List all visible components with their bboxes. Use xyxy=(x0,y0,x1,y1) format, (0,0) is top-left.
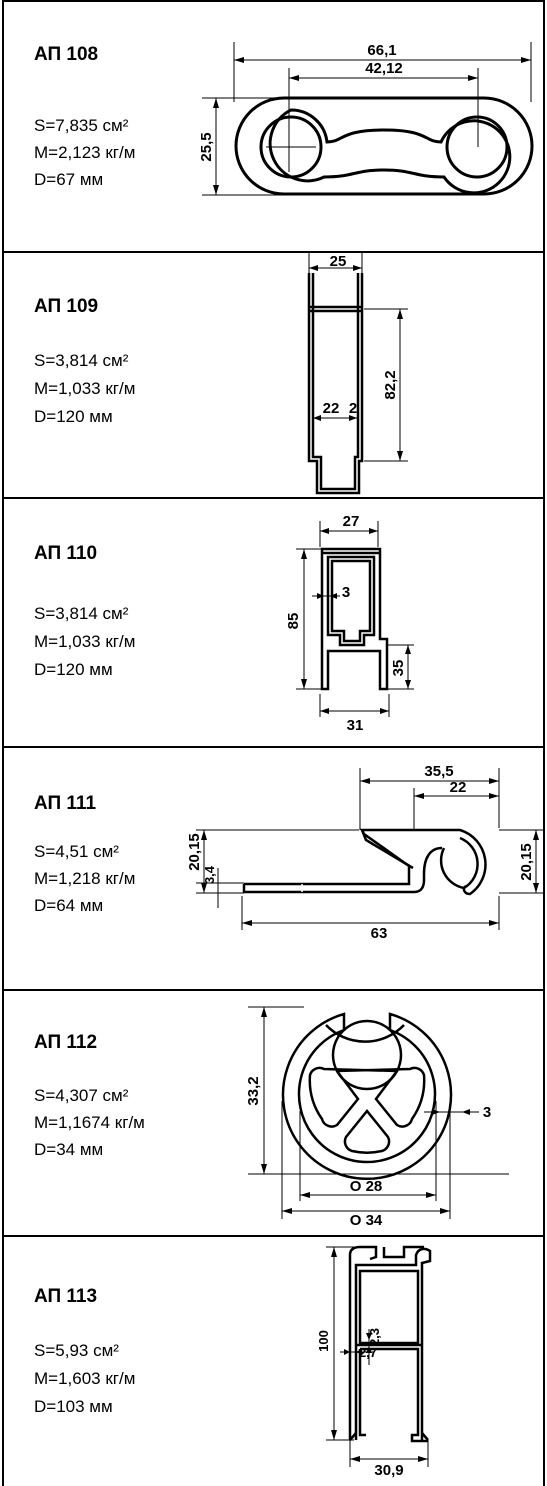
dim-width: 66,1 xyxy=(367,42,396,59)
dim-flange: 3,4 xyxy=(202,865,217,884)
profile-row-110: АП 110 S=3,814 см² M=1,033 кг/м D=120 мм xyxy=(2,497,545,748)
profile-mass: M=1,033 кг/м xyxy=(34,379,136,398)
profile-row-108: АП 108 S=7,835 см² M=2,123 кг/м D=67 мм xyxy=(2,0,545,253)
profile-row-111: АП 111 S=4,51 см² M=1,218 кг/м D=64 мм xyxy=(2,746,545,991)
profile-drawing: 35,5 22 20,15 3,4 20,15 63 xyxy=(186,763,543,942)
profile-diameter: D=120 мм xyxy=(34,407,113,426)
profile-row-109: АП 109 S=3,814 см² M=1,033 кг/м D=120 мм xyxy=(2,251,545,499)
profile-mass: M=1,218 кг/м xyxy=(34,869,136,888)
dim-wall: 3 xyxy=(342,584,350,601)
dim-hook-width: 35,5 xyxy=(424,763,453,780)
profile-mass: M=1,033 кг/м xyxy=(34,632,136,651)
profile-area: S=3,814 см² xyxy=(34,604,129,623)
profile-area: S=4,307 см² xyxy=(34,1086,129,1105)
profile-area: S=3,814 см² xyxy=(34,351,129,370)
dim-right-height: 20,15 xyxy=(518,843,535,881)
dim-hook-inner: 22 xyxy=(450,779,467,796)
dim-wall-vertical: 2,3 xyxy=(367,1328,382,1346)
dim-height: 33,2 xyxy=(245,1076,262,1105)
dim-wall-horizontal: 2,7 xyxy=(359,1345,377,1360)
dim-left-height: 20,15 xyxy=(186,833,203,871)
dim-wall: 3 xyxy=(483,1104,491,1121)
dim-bottom-width: 31 xyxy=(347,717,364,734)
dim-leg: 35 xyxy=(390,660,407,677)
profile-mass: M=2,123 кг/м xyxy=(34,143,136,162)
profile-mass: M=1,603 кг/м xyxy=(34,1369,136,1388)
profile-diameter: D=34 мм xyxy=(34,1140,104,1159)
profile-row-112: АП 112 S=4,307 см² M=1,1674 кг/м D=34 мм xyxy=(2,989,545,1237)
dim-height: 82,2 xyxy=(382,370,399,399)
dim-height: 85 xyxy=(285,613,302,630)
dim-wall: 2 xyxy=(349,400,357,417)
profile-row-113: АП 113 S=5,93 см² M=1,603 кг/м D=103 мм xyxy=(2,1235,545,1486)
profile-drawing: 25 82,2 22 2 xyxy=(307,253,408,495)
profile-diameter: D=67 мм xyxy=(34,170,104,189)
profile-mass: M=1,1674 кг/м xyxy=(34,1113,145,1132)
profile-name: АП 110 xyxy=(34,543,98,564)
profile-name: АП 109 xyxy=(34,296,99,317)
dim-width: 25 xyxy=(330,253,347,270)
profile-drawing: 33,2 3 O 28 O 34 xyxy=(245,1006,509,1229)
profile-name: АП 112 xyxy=(34,1032,98,1053)
profile-diameter: D=64 мм xyxy=(34,896,104,915)
dim-centers: 42,12 xyxy=(365,60,403,77)
profile-name: АП 113 xyxy=(34,1286,98,1307)
profile-name: АП 108 xyxy=(34,44,99,65)
dim-height: 100 xyxy=(316,1330,331,1352)
dim-width: 30,9 xyxy=(374,1462,403,1479)
profile-area: S=7,835 см² xyxy=(34,116,129,135)
profile-diameter: D=103 мм xyxy=(34,1397,113,1416)
profile-drawing: 100 2,3 2,7 30,9 xyxy=(316,1245,432,1479)
dim-width: 27 xyxy=(343,513,360,530)
profile-diameter: D=120 мм xyxy=(34,660,113,679)
dim-height: 25,5 xyxy=(198,132,215,161)
profile-area: S=4,51 см² xyxy=(34,842,119,861)
dim-length: 63 xyxy=(371,925,388,942)
profile-name: АП 111 xyxy=(34,793,97,814)
profile-drawing: 66,1 42,12 25,5 xyxy=(198,42,534,196)
profile-area: S=5,93 см² xyxy=(34,1341,119,1360)
profile-drawing: 27 3 85 35 31 xyxy=(285,513,414,734)
dim-inner-diameter: O 28 xyxy=(350,1178,383,1195)
dim-inner-width: 22 xyxy=(323,400,340,417)
dim-outer-diameter: O 34 xyxy=(350,1212,383,1229)
